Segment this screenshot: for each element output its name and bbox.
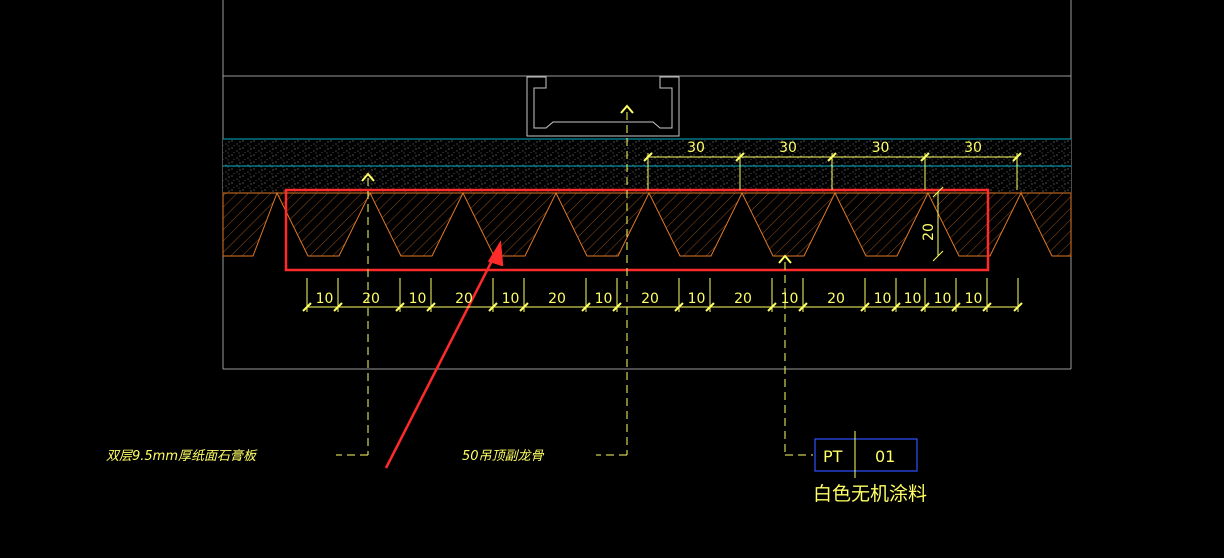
leader-arrowheads — [361, 104, 792, 264]
bottom-dimension-value: 10 — [934, 291, 952, 307]
bottom-dimension-value: 10 — [688, 291, 706, 307]
keel-channel — [526, 76, 680, 137]
bottom-dimension-value: 20 — [548, 291, 566, 307]
bottom-dimension-value: 20 — [641, 291, 659, 307]
height-dimension-value: 20 — [921, 223, 937, 241]
height-dimension — [932, 186, 944, 262]
keel-label: 50吊顶副龙骨 — [462, 449, 545, 464]
paint-description: 白色无机涂料 — [813, 483, 927, 505]
highlight-box — [284, 188, 990, 272]
paint-tag-code: PT — [823, 447, 843, 466]
board-edges — [223, 138, 1071, 167]
bottom-dimension-value: 10 — [781, 291, 799, 307]
top-dimension-value: 30 — [872, 140, 890, 156]
gypsum-board-label: 双层9.5mm厚纸面石膏板 — [106, 448, 258, 464]
bottom-dimension-value: 20 — [734, 291, 752, 307]
top-dimension-value: 30 — [779, 140, 797, 156]
bottom-dimension-chain: 10 20 10 20 10 20 10 20 10 20 10 20 10 10 10 10 — [302, 278, 1023, 312]
paint-tag-number: 01 — [875, 447, 895, 466]
bottom-dimension-value: 10 — [965, 291, 983, 307]
bottom-dimension-value: 10 — [904, 291, 922, 307]
bottom-dimension-value: 10 — [316, 291, 334, 307]
top-dimension-value: 30 — [687, 140, 705, 156]
bottom-dimension-value: 10 — [874, 291, 892, 307]
bottom-dimension-value: 20 — [362, 291, 380, 307]
highlight-arrow — [384, 240, 504, 469]
bottom-dimension-value: 10 — [595, 291, 613, 307]
corrugated-profile — [222, 191, 1072, 257]
bottom-dimension-value: 20 — [455, 291, 473, 307]
top-dimension-chain: 30 30 30 30 — [643, 140, 1022, 190]
bottom-dimension-value: 10 — [409, 291, 427, 307]
top-dimension-value: 30 — [964, 140, 982, 156]
bottom-dimension-value: 10 — [502, 291, 520, 307]
leader-lines — [336, 112, 813, 456]
bottom-dimension-value: 20 — [827, 291, 845, 307]
paint-tag-box — [814, 438, 918, 472]
